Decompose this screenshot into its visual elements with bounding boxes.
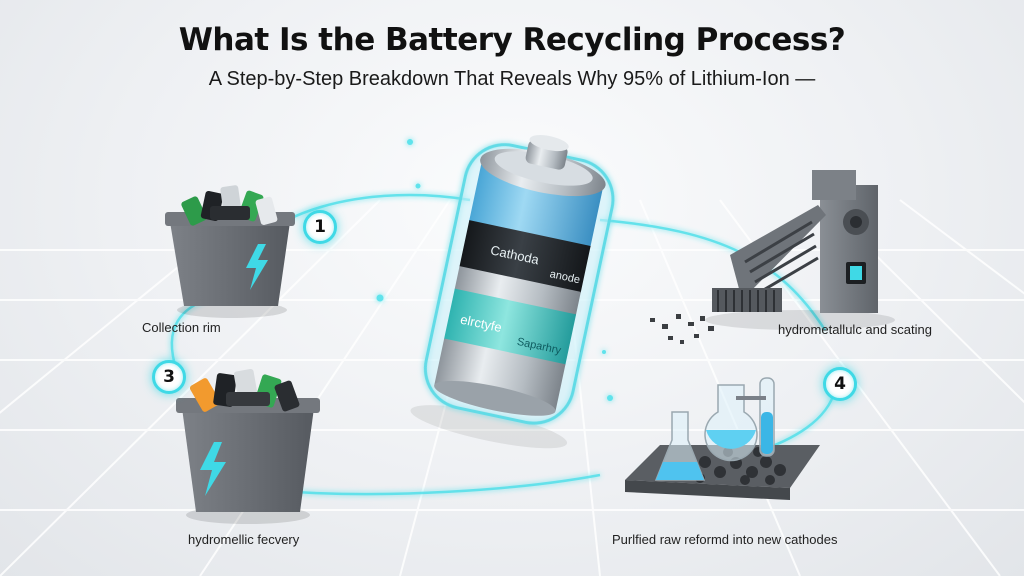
step-1-label: Collection rim xyxy=(142,320,221,335)
step-4-label: Purlfied raw reformd into new cathodes xyxy=(612,532,838,547)
page-subtitle: A Step-by-Step Breakdown That Reveals Wh… xyxy=(208,68,816,90)
lightning-bolt-icon xyxy=(200,442,226,496)
step-1-badge: 1 xyxy=(303,210,337,244)
step-3-badge: 3 xyxy=(152,360,186,394)
central-battery: Cathoda anode elrctyfe Saparhry xyxy=(410,135,615,449)
battery-bin-icon xyxy=(165,185,295,318)
shredder-machine-icon xyxy=(650,170,895,344)
lightning-bolt-icon xyxy=(246,244,268,290)
step-4-badge: 4 xyxy=(823,367,857,401)
shredder-label: hydrometallulc and scating xyxy=(778,322,932,337)
step-3-label: hydromellic fecvery xyxy=(188,532,300,547)
lab-flask-icon xyxy=(625,377,820,500)
page-title: What Is the Battery Recycling Process? xyxy=(178,22,846,58)
battery-bin-icon xyxy=(176,368,320,524)
